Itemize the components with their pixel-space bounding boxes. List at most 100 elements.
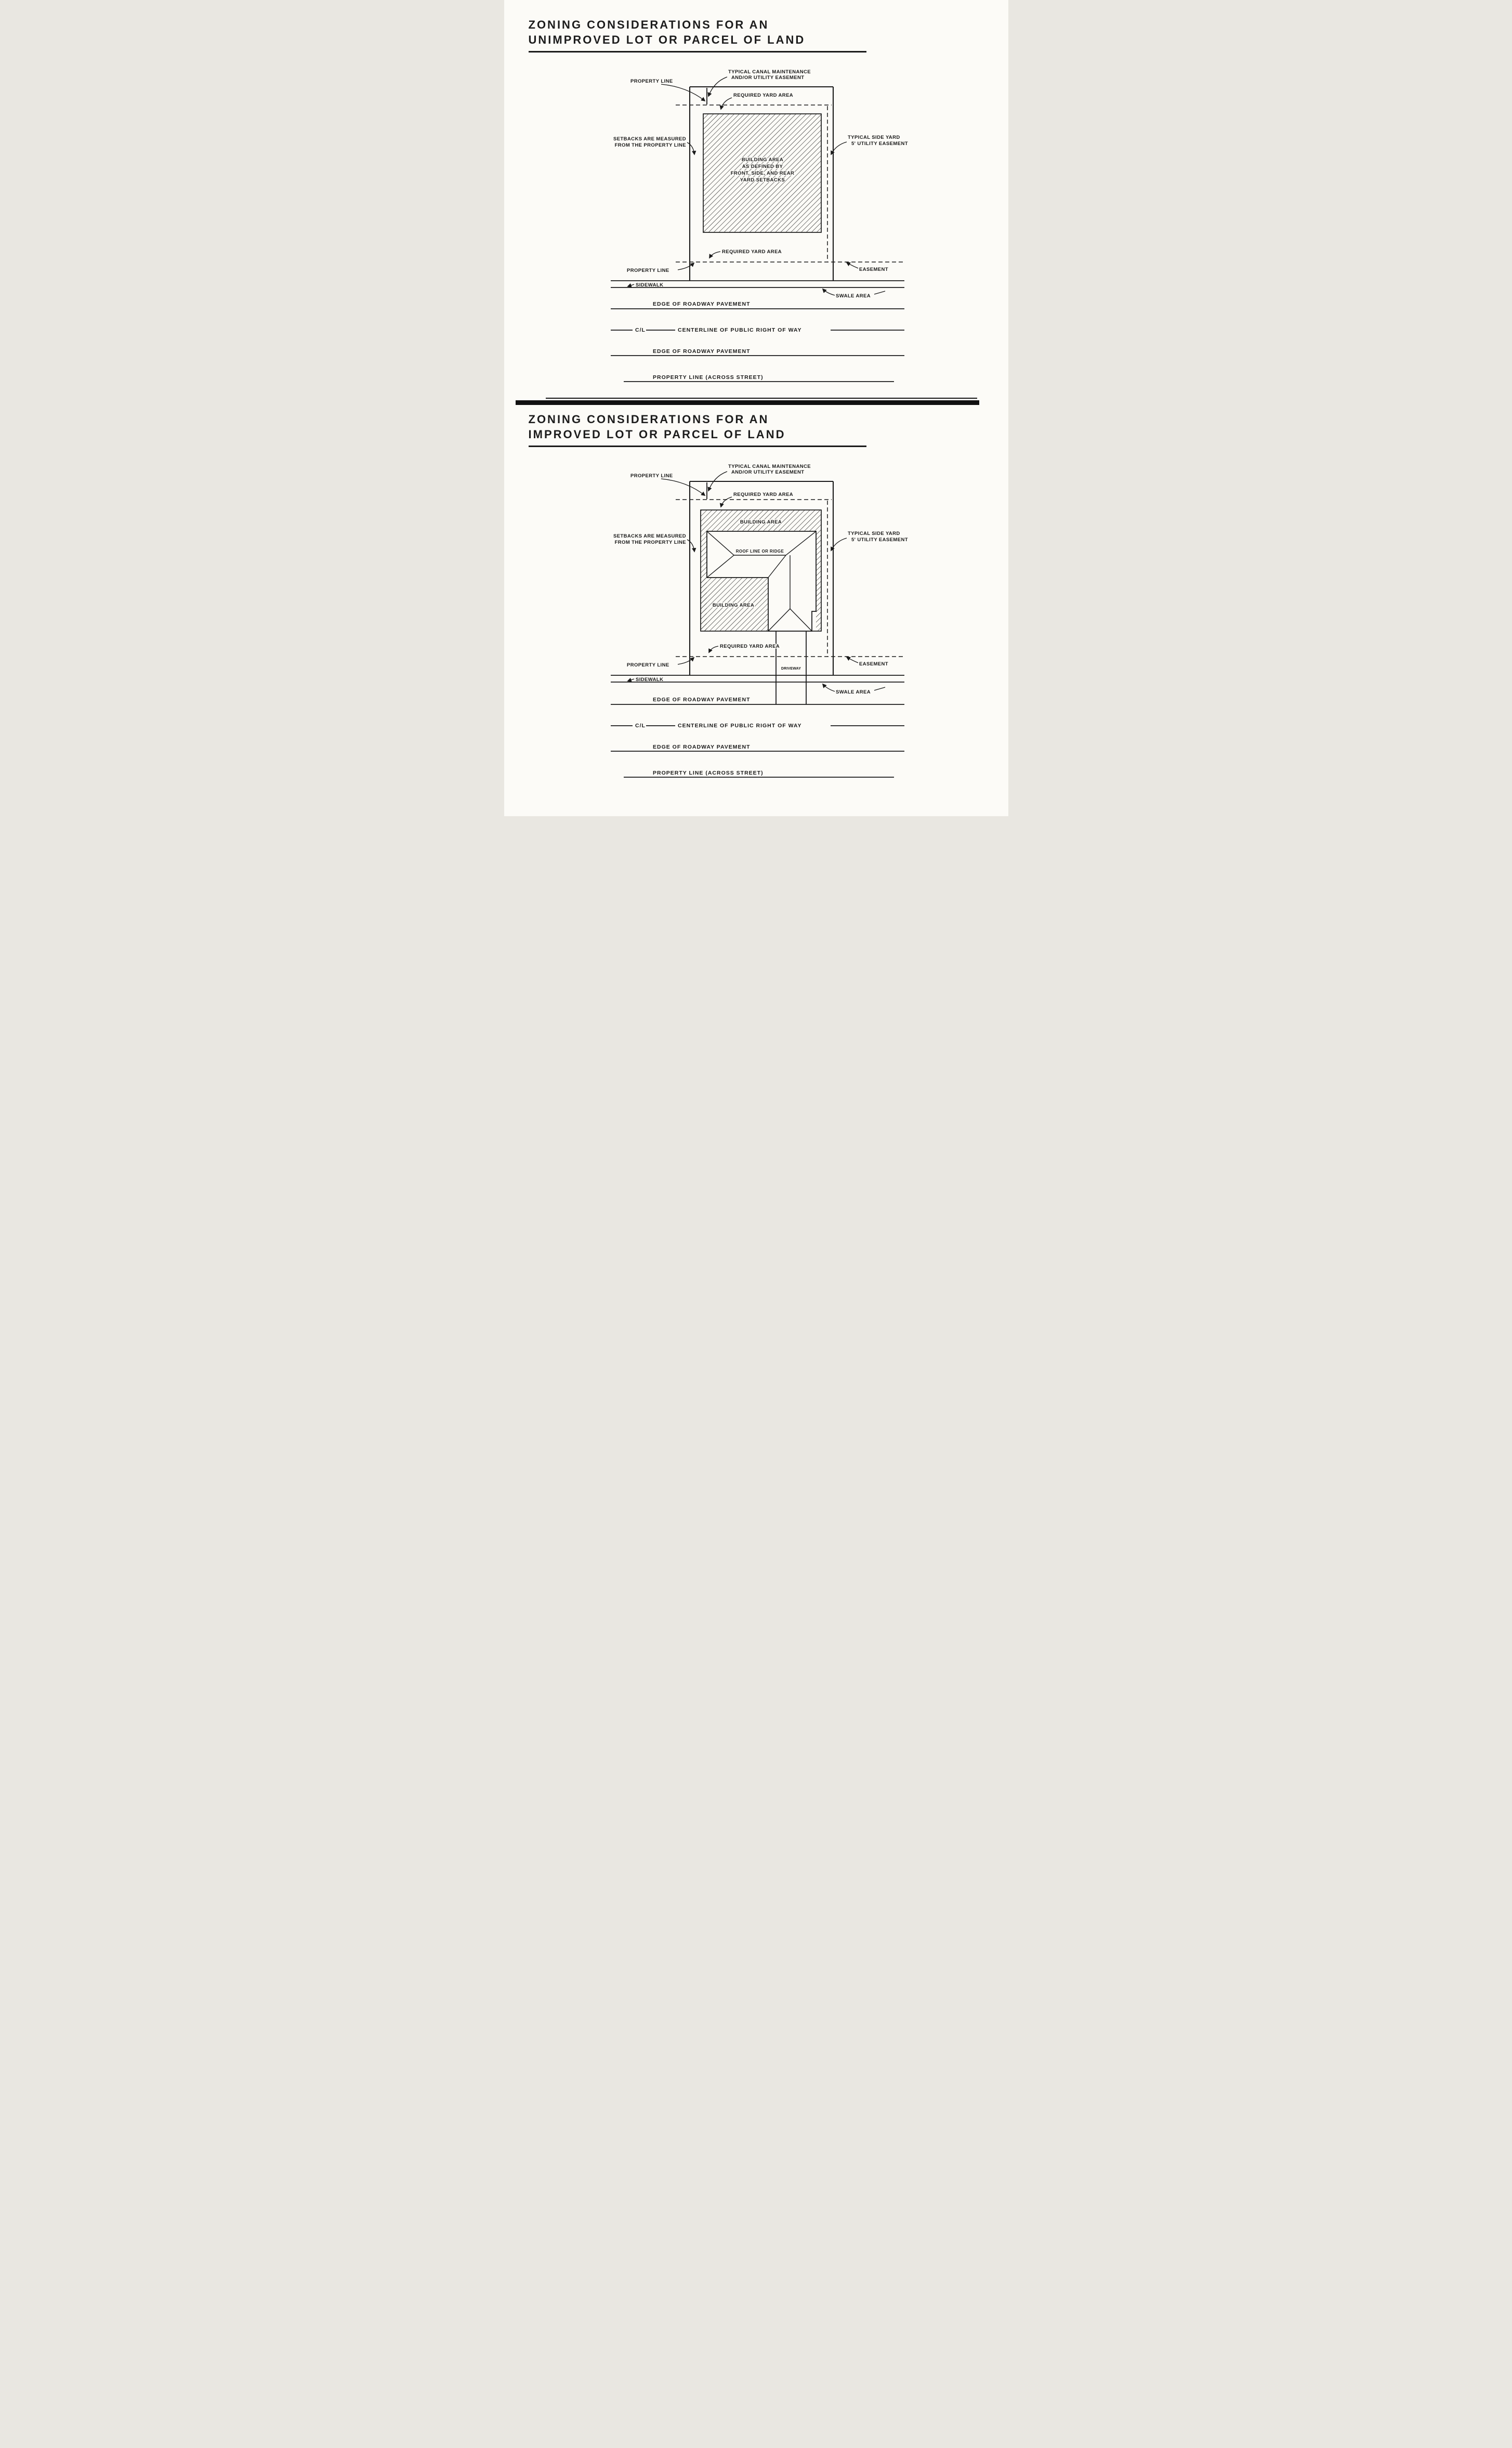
roof-hip-line-1 xyxy=(706,531,734,556)
canal-easement-label-2: AND/OR UTILITY EASEMENT xyxy=(731,469,804,475)
sidewalk-leader xyxy=(626,283,634,288)
roof-hip-line-2 xyxy=(706,555,734,578)
building-area-top-label: BUILDING AREA xyxy=(740,519,781,525)
scanned-zoning-document: ZONING CONSIDERATIONS FOR AN UNIMPROVED … xyxy=(504,0,1008,816)
property-line-bottom-leader xyxy=(677,263,694,270)
centerline-label: CENTERLINE OF PUBLIC RIGHT OF WAY xyxy=(678,723,802,729)
sidewalk-label: SIDEWALK xyxy=(636,282,663,288)
street-right-of-way: EDGE OF ROADWAY PAVEMENT C/L CENTERLINE … xyxy=(610,280,904,383)
side-yard-leader xyxy=(830,538,847,552)
section2-title-block: ZONING CONSIDERATIONS FOR AN IMPROVED LO… xyxy=(528,412,866,448)
edge-of-roadway-label-2: EDGE OF ROADWAY PAVEMENT xyxy=(653,348,751,355)
section2-title-line1: ZONING CONSIDERATIONS FOR AN xyxy=(528,413,769,426)
callouts: PROPERTY LINE TYPICAL CANAL MAINTENANCE … xyxy=(613,69,908,299)
side-yard-leader xyxy=(830,141,847,155)
easement-leader xyxy=(846,262,858,269)
section-divider xyxy=(515,398,979,405)
property-line-bottom-label: PROPERTY LINE xyxy=(627,662,669,668)
side-yard-label-1: TYPICAL SIDE YARD xyxy=(848,135,900,140)
property-line-top-label: PROPERTY LINE xyxy=(630,78,673,84)
driveway-label: DRIVEWAY xyxy=(781,667,800,671)
cl-label: C/L xyxy=(635,723,646,729)
canal-easement-label-1: TYPICAL CANAL MAINTENANCE xyxy=(728,464,811,469)
side-yard-label-2: 5' UTILITY EASEMENT xyxy=(851,141,908,147)
easement-label: EASEMENT xyxy=(859,661,888,667)
required-yard-top-leader xyxy=(719,496,732,508)
edge-of-roadway-label-2: EDGE OF ROADWAY PAVEMENT xyxy=(653,744,751,750)
canal-easement-label-2: AND/OR UTILITY EASEMENT xyxy=(731,75,804,81)
callouts: PROPERTY LINE TYPICAL CANAL MAINTENANCE … xyxy=(613,464,908,695)
building-area-text-4: YARD SETBACKS xyxy=(740,177,784,183)
driveway: DRIVEWAY xyxy=(775,631,807,705)
side-yard-label-2: 5' UTILITY EASEMENT xyxy=(851,537,908,543)
property-line-across-label: PROPERTY LINE (ACROSS STREET) xyxy=(653,770,764,776)
garage-gable-line-1 xyxy=(767,608,791,632)
setbacks-label-2: FROM THE PROPERTY LINE xyxy=(614,142,686,148)
setbacks-label-1: SETBACKS ARE MEASURED xyxy=(613,136,686,142)
building-area-hatch-top xyxy=(700,510,821,532)
improved-lot-diagram: BUILDING AREA BUILDING AREA ROOF LINE OR… xyxy=(610,464,908,778)
divider-thin-rule xyxy=(545,398,977,399)
centerline-label: CENTERLINE OF PUBLIC RIGHT OF WAY xyxy=(678,327,802,333)
swale-area-leader xyxy=(822,684,835,692)
canal-easement-leader xyxy=(707,471,727,492)
building-area-label: BUILDING AREA AS DEFINED BY FRONT, SIDE,… xyxy=(730,156,795,184)
edge-of-roadway-label-1: EDGE OF ROADWAY PAVEMENT xyxy=(653,301,751,307)
street-right-of-way: EDGE OF ROADWAY PAVEMENT C/L CENTERLINE … xyxy=(610,675,904,778)
house: ROOF LINE OR RIDGE xyxy=(706,531,817,632)
canal-easement-leader xyxy=(707,76,727,97)
building-area-hatch-bottom-left xyxy=(700,578,768,632)
required-yard-top-label: REQUIRED YARD AREA xyxy=(733,492,793,498)
garage-gable-line-2 xyxy=(789,608,812,632)
swale-area-tail xyxy=(874,291,885,295)
setback-dashed-lines xyxy=(675,104,903,263)
required-yard-bottom-leader xyxy=(708,251,720,259)
canal-easement-label-1: TYPICAL CANAL MAINTENANCE xyxy=(728,69,811,75)
required-yard-top-label: REQUIRED YARD AREA xyxy=(733,93,793,98)
sidewalk-label: SIDEWALK xyxy=(636,677,663,683)
cl-label: C/L xyxy=(635,327,646,333)
required-yard-bottom-leader xyxy=(708,646,718,653)
easement-label: EASEMENT xyxy=(859,267,888,272)
setbacks-leader xyxy=(687,539,696,553)
property-line-bottom-leader xyxy=(677,657,694,665)
required-yard-bottom-label: REQUIRED YARD AREA xyxy=(722,249,782,255)
side-yard-label-1: TYPICAL SIDE YARD xyxy=(848,531,900,536)
property-line-across-label: PROPERTY LINE (ACROSS STREET) xyxy=(653,374,764,381)
property-line-bottom-label: PROPERTY LINE xyxy=(627,268,669,273)
improved-lot-section: ZONING CONSIDERATIONS FOR AN IMPROVED LO… xyxy=(504,412,1008,788)
swale-area-leader xyxy=(822,288,835,296)
setbacks-label-1: SETBACKS ARE MEASURED xyxy=(613,533,686,539)
property-line-top-leader xyxy=(661,478,705,496)
section1-title-line2: UNIMPROVED LOT OR PARCEL OF LAND xyxy=(528,33,806,46)
sidewalk-leader xyxy=(626,678,634,683)
roof-line-label: ROOF LINE OR RIDGE xyxy=(735,549,784,554)
required-yard-bottom-label: REQUIRED YARD AREA xyxy=(720,644,780,649)
building-area-text-1: BUILDING AREA xyxy=(741,157,783,163)
building-area-text-2: AS DEFINED BY xyxy=(742,164,783,169)
roof-hip-line-3 xyxy=(785,531,816,556)
building-envelope: BUILDING AREA BUILDING AREA xyxy=(700,509,822,632)
building-area-left-label: BUILDING AREA xyxy=(712,603,754,608)
required-yard-top-leader xyxy=(719,97,732,110)
easement-leader xyxy=(846,657,858,663)
divider-thick-rule xyxy=(515,400,979,405)
roof-valley-line xyxy=(767,555,786,578)
building-area-hatch-right xyxy=(816,531,821,632)
building-area-hatch xyxy=(702,113,822,233)
swale-area-tail xyxy=(874,687,885,691)
property-line-top-leader xyxy=(661,84,705,102)
section1-title-block: ZONING CONSIDERATIONS FOR AN UNIMPROVED … xyxy=(528,18,866,53)
property-line-top-label: PROPERTY LINE xyxy=(630,473,673,479)
setback-dashed-lines xyxy=(675,499,903,658)
swale-area-label: SWALE AREA xyxy=(836,689,871,695)
section1-title-line1: ZONING CONSIDERATIONS FOR AN xyxy=(528,18,769,31)
building-envelope-outline xyxy=(700,509,822,632)
unimproved-lot-section: ZONING CONSIDERATIONS FOR AN UNIMPROVED … xyxy=(504,18,1008,392)
section2-title-line2: IMPROVED LOT OR PARCEL OF LAND xyxy=(528,427,786,441)
building-area-text-3: FRONT, SIDE, AND REAR xyxy=(730,171,794,176)
unimproved-lot-diagram: BUILDING AREA AS DEFINED BY FRONT, SIDE,… xyxy=(610,69,908,383)
setbacks-leader xyxy=(687,142,696,155)
edge-of-roadway-label-1: EDGE OF ROADWAY PAVEMENT xyxy=(653,697,751,703)
swale-area-label: SWALE AREA xyxy=(836,293,871,299)
